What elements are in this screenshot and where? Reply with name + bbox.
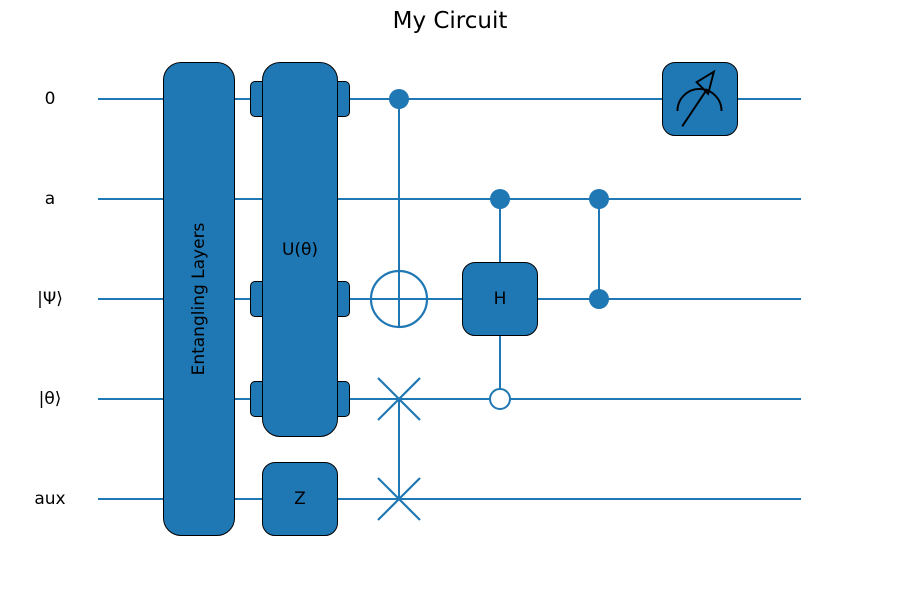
entangling-layers-label: Entangling Layers — [189, 222, 209, 376]
wire-label-a: a — [44, 189, 56, 209]
h-gate-label: H — [493, 289, 507, 309]
wire-0 — [98, 98, 801, 100]
cz-target-dot-icon — [589, 289, 609, 309]
z-gate-label: Z — [294, 489, 306, 509]
h-gate: H — [462, 262, 538, 336]
circuit-title: My Circuit — [392, 8, 508, 34]
wire-label-0: 0 — [44, 89, 56, 109]
wire-psi — [98, 298, 801, 300]
cnot-target-icon — [369, 269, 429, 329]
cnot-control-dot-icon — [389, 89, 409, 109]
z-gate: Z — [262, 462, 338, 536]
cz-control-dot-icon — [589, 189, 609, 209]
wire-label-psi: |Ψ⟩ — [37, 289, 63, 309]
u-theta-gate: U(θ) — [262, 62, 338, 437]
wire-label-theta: |θ⟩ — [38, 389, 62, 409]
swap-cross-icon-bottom — [377, 477, 421, 521]
swap-cross-icon-top — [377, 377, 421, 421]
measurement-gauge-icon — [676, 69, 723, 127]
wire-theta — [98, 398, 801, 400]
h-open-control-icon — [489, 388, 511, 410]
u-theta-label: U(θ) — [281, 239, 319, 260]
wire-aux — [98, 498, 801, 500]
h-control-dot-icon — [490, 189, 510, 209]
measurement-gate — [662, 62, 738, 136]
wire-a — [98, 198, 801, 200]
wire-label-aux: aux — [34, 489, 66, 509]
entangling-layers-gate: Entangling Layers — [163, 62, 235, 536]
